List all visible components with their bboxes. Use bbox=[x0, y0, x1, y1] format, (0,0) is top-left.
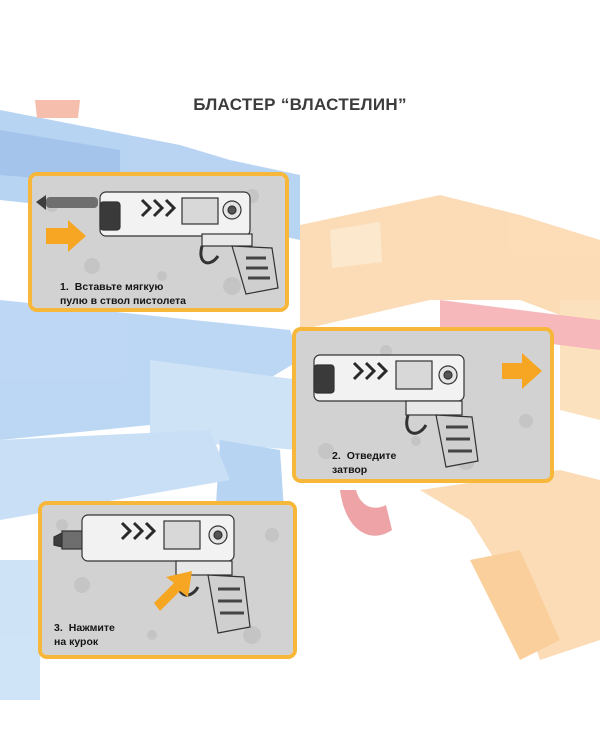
arrow-right-icon bbox=[46, 220, 86, 252]
step-1-caption: 1. Вставьте мягкую пулю в ствол пистолета bbox=[60, 280, 186, 308]
step-2-illustration bbox=[296, 331, 550, 479]
arrow-diagonal-icon bbox=[154, 571, 192, 611]
step-3-caption: 3. Нажмите на курок bbox=[54, 621, 115, 649]
foam-dart-icon bbox=[36, 195, 98, 210]
step-1-line1: Вставьте мягкую bbox=[74, 281, 164, 293]
step-2-line2: затвор bbox=[332, 464, 368, 476]
pistol-icon bbox=[313, 354, 479, 468]
step-2-number: 2. bbox=[332, 450, 341, 462]
step-2-card: 2. Отведите затвор bbox=[292, 327, 554, 483]
step-1-card: 1. Вставьте мягкую пулю в ствол пистолета bbox=[28, 172, 289, 312]
step-3-card: 3. Нажмите на курок bbox=[38, 501, 297, 659]
step-3-line2: на курок bbox=[54, 636, 99, 648]
step-1-number: 1. bbox=[60, 281, 69, 293]
pistol-icon bbox=[53, 514, 251, 634]
step-1-illustration bbox=[32, 176, 285, 308]
step-2-line1: Отведите bbox=[346, 450, 397, 462]
arrow-right-icon bbox=[502, 353, 542, 389]
step-3-illustration bbox=[42, 505, 293, 655]
page-title: БЛАСТЕР “ВЛАСТЕЛИН” bbox=[193, 95, 407, 114]
step-3-line1: Нажмите bbox=[68, 622, 115, 634]
step-1-line2: пулю в ствол пистолета bbox=[60, 295, 187, 307]
pistol-icon bbox=[99, 191, 279, 295]
step-2-caption: 2. Отведите затвор bbox=[332, 449, 396, 477]
step-3-number: 3. bbox=[54, 622, 63, 634]
